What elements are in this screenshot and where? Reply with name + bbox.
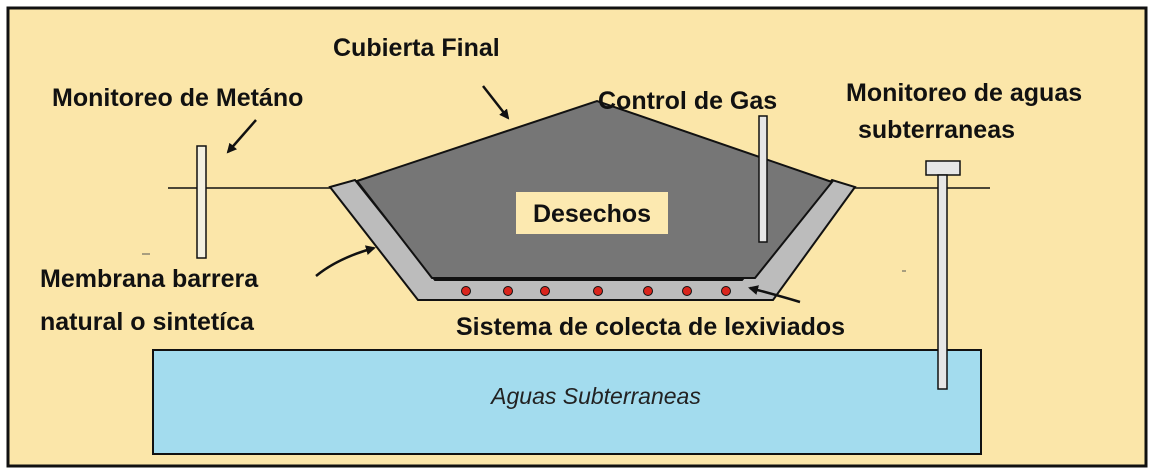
- arrow-icon: [315, 245, 376, 277]
- arrow-icon: [748, 285, 801, 304]
- arrow-icon: [482, 85, 510, 120]
- leachate-system-label: Sistema de colecta de lexiviados: [456, 313, 845, 341]
- leachate-pipe-dot-icon: [540, 286, 550, 296]
- groundwater-monitoring-well-icon: [925, 160, 961, 390]
- final-cover-label: Cubierta Final: [333, 34, 500, 62]
- groundwater-body: [152, 349, 982, 455]
- leachate-pipe-dot-icon: [593, 286, 603, 296]
- waste-label-box: [516, 192, 668, 234]
- groundwater-label: Aguas Subterraneas: [489, 383, 701, 409]
- leachate-pipe-dot-icon: [643, 286, 653, 296]
- groundwater-monitoring-label-line1: Monitoreo de aguas: [846, 79, 1082, 107]
- barrier-label-line2: natural o sintetíca: [40, 308, 255, 336]
- leachate-collection-pipes: [461, 286, 731, 296]
- barrier-label-line1: Membrana barrera: [40, 265, 259, 293]
- leachate-pipe-dot-icon: [721, 286, 731, 296]
- groundwater-monitoring-label-line2: subterraneas: [858, 116, 1015, 144]
- gas-control-pipe-icon: [758, 115, 768, 243]
- leachate-pipe-dot-icon: [461, 286, 471, 296]
- methane-monitoring-label: Monitoreo de Metáno: [52, 84, 303, 112]
- leachate-label-box: [452, 309, 922, 343]
- leachate-pipe-dot-icon: [682, 286, 692, 296]
- arrow-icon: [226, 119, 257, 154]
- methane-monitoring-probe-icon: [196, 145, 207, 259]
- waste-label: Desechos: [533, 200, 651, 228]
- gas-control-label: Control de Gas: [598, 87, 777, 115]
- leachate-pipe-dot-icon: [503, 286, 513, 296]
- waste-body: [355, 99, 834, 279]
